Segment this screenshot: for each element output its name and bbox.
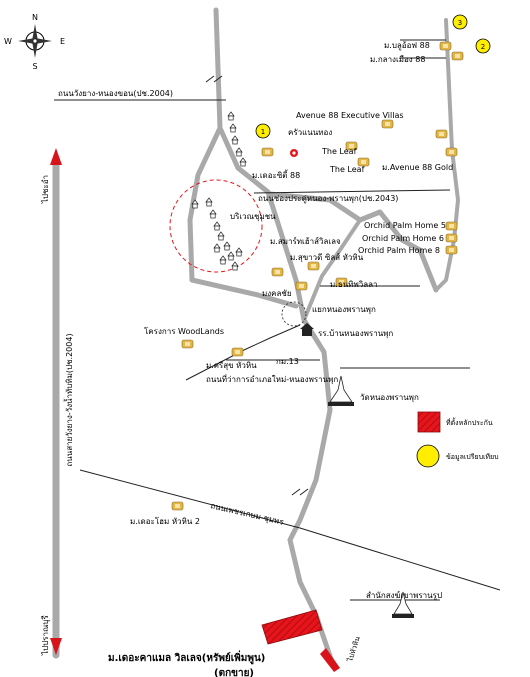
place-monk-office: สำนักสงฆ์เขาพรานรูป <box>366 590 442 601</box>
thin-roads <box>54 39 501 601</box>
place-avenue-gold: ม.Avenue 88 Gold <box>382 163 453 172</box>
legend: ที่ตั้งหลักประกัน ข้อมูลเปรียบเทียบ <box>416 411 499 468</box>
to-huahin-label: ไปหัวหิน <box>345 635 362 664</box>
place-avenue-villas: Avenue 88 Executive Villas <box>296 111 404 120</box>
place-srisuk: ม.ศรีสุข หัวหิน <box>206 361 257 370</box>
svg-text:3: 3 <box>458 19 462 27</box>
place-khrua: ครัวแนนทอง <box>288 128 332 137</box>
place-sukhawadee: ม.สุขาวดี ซิลส์ หัวหิน <box>290 252 364 262</box>
marker-1: 1 <box>255 123 271 139</box>
legend-comparable-label: ข้อมูลเปรียบเทียบ <box>446 453 499 461</box>
compass-west: W <box>4 37 12 46</box>
place-smart-village: ม.สมาร์ทเฮ้าส์วิลเลจ <box>270 236 341 246</box>
place-the-leaf-2: The Leaf <box>329 165 365 174</box>
community-circle <box>169 179 263 273</box>
to-pranburi-label: ไปปราณบุรี <box>41 615 50 656</box>
legend-location-label: ที่ตั้งหลักประกัน <box>446 416 493 427</box>
place-the-leaf-1: The Leaf <box>321 147 357 156</box>
vertical-highway <box>50 148 62 659</box>
arrow-up-icon <box>50 148 62 165</box>
main-roads <box>187 7 460 665</box>
place-klang-mueang: ม.กลางเมือง 88 <box>370 55 425 64</box>
restaurant-icon <box>290 149 298 157</box>
road-chongsi-label: ถนนช่องประดู่หนอง-พรานพุก(ปช.2043) <box>258 194 398 204</box>
arrow-to-huahin-icon <box>320 648 340 672</box>
intersection-circle <box>281 301 307 327</box>
place-orchid-8: Orchid Palm Home 8 <box>358 246 440 255</box>
place-mongkhon: มงคลชัย <box>262 289 292 298</box>
marker-3: 3 <box>452 14 468 30</box>
place-tanathip: ม.ธนทิพวิลลา <box>330 280 378 289</box>
temple-icon <box>328 375 354 406</box>
place-project-sub: (ตกขาย) <box>214 668 254 677</box>
to-chaam-label: ไปชะอำ <box>41 175 50 204</box>
compass-east: E <box>60 37 65 46</box>
place-temple: วัดหนองพรานพุก <box>360 393 419 402</box>
place-school: รร.บ้านหนองพรานพุก <box>318 329 393 338</box>
compass-icon <box>18 24 52 58</box>
marker-2: 2 <box>475 38 491 54</box>
road-top-label: ถนนวังยาง-หนองขอน(ปช.2004) <box>58 89 173 98</box>
place-community: บริเวณชุมชน <box>230 212 276 221</box>
compass-south: S <box>32 62 37 71</box>
place-baan-louis: ม.บลูอ้อฟ 88 <box>384 41 430 51</box>
place-intersection: แยกหนองพรานพุก <box>312 305 376 314</box>
svg-text:2: 2 <box>481 43 485 51</box>
place-orchid-6: Orchid Palm Home 6 <box>362 234 444 243</box>
place-project: ม.เดอะคาแมล วิลเลจ(หรัพย์เพิ่มพูน) <box>108 650 265 665</box>
svg-text:1: 1 <box>261 128 265 136</box>
legend-comparable-swatch <box>416 444 440 468</box>
road-phetkasem-label: ถนนเพชรเกษม-ชุมพร <box>210 501 286 527</box>
place-the-city: ม.เดอะซิตี้ 88 <box>252 169 300 180</box>
road-amphoe-label: ถนนที่ว่าการอำเภอใหม่-หนองพรานพุก <box>206 373 338 384</box>
place-km13: กม.13 <box>276 357 299 366</box>
arrow-down-icon <box>50 638 62 655</box>
school-icon <box>300 323 314 336</box>
place-the-home: ม.เดอะโฮม หัวหิน 2 <box>130 516 200 526</box>
vertical-road-label: ถนนสายวังยาง-วังน้ำทับทิม(ปช.2004) <box>63 333 74 466</box>
monk-office-icon <box>392 591 414 618</box>
place-orchid-5: Orchid Palm Home 5 <box>364 221 446 230</box>
compass-north: N <box>32 13 38 22</box>
subject-property <box>261 609 323 645</box>
place-woodlands: โครงการ WoodLands <box>144 326 224 336</box>
legend-location-swatch <box>417 411 441 433</box>
